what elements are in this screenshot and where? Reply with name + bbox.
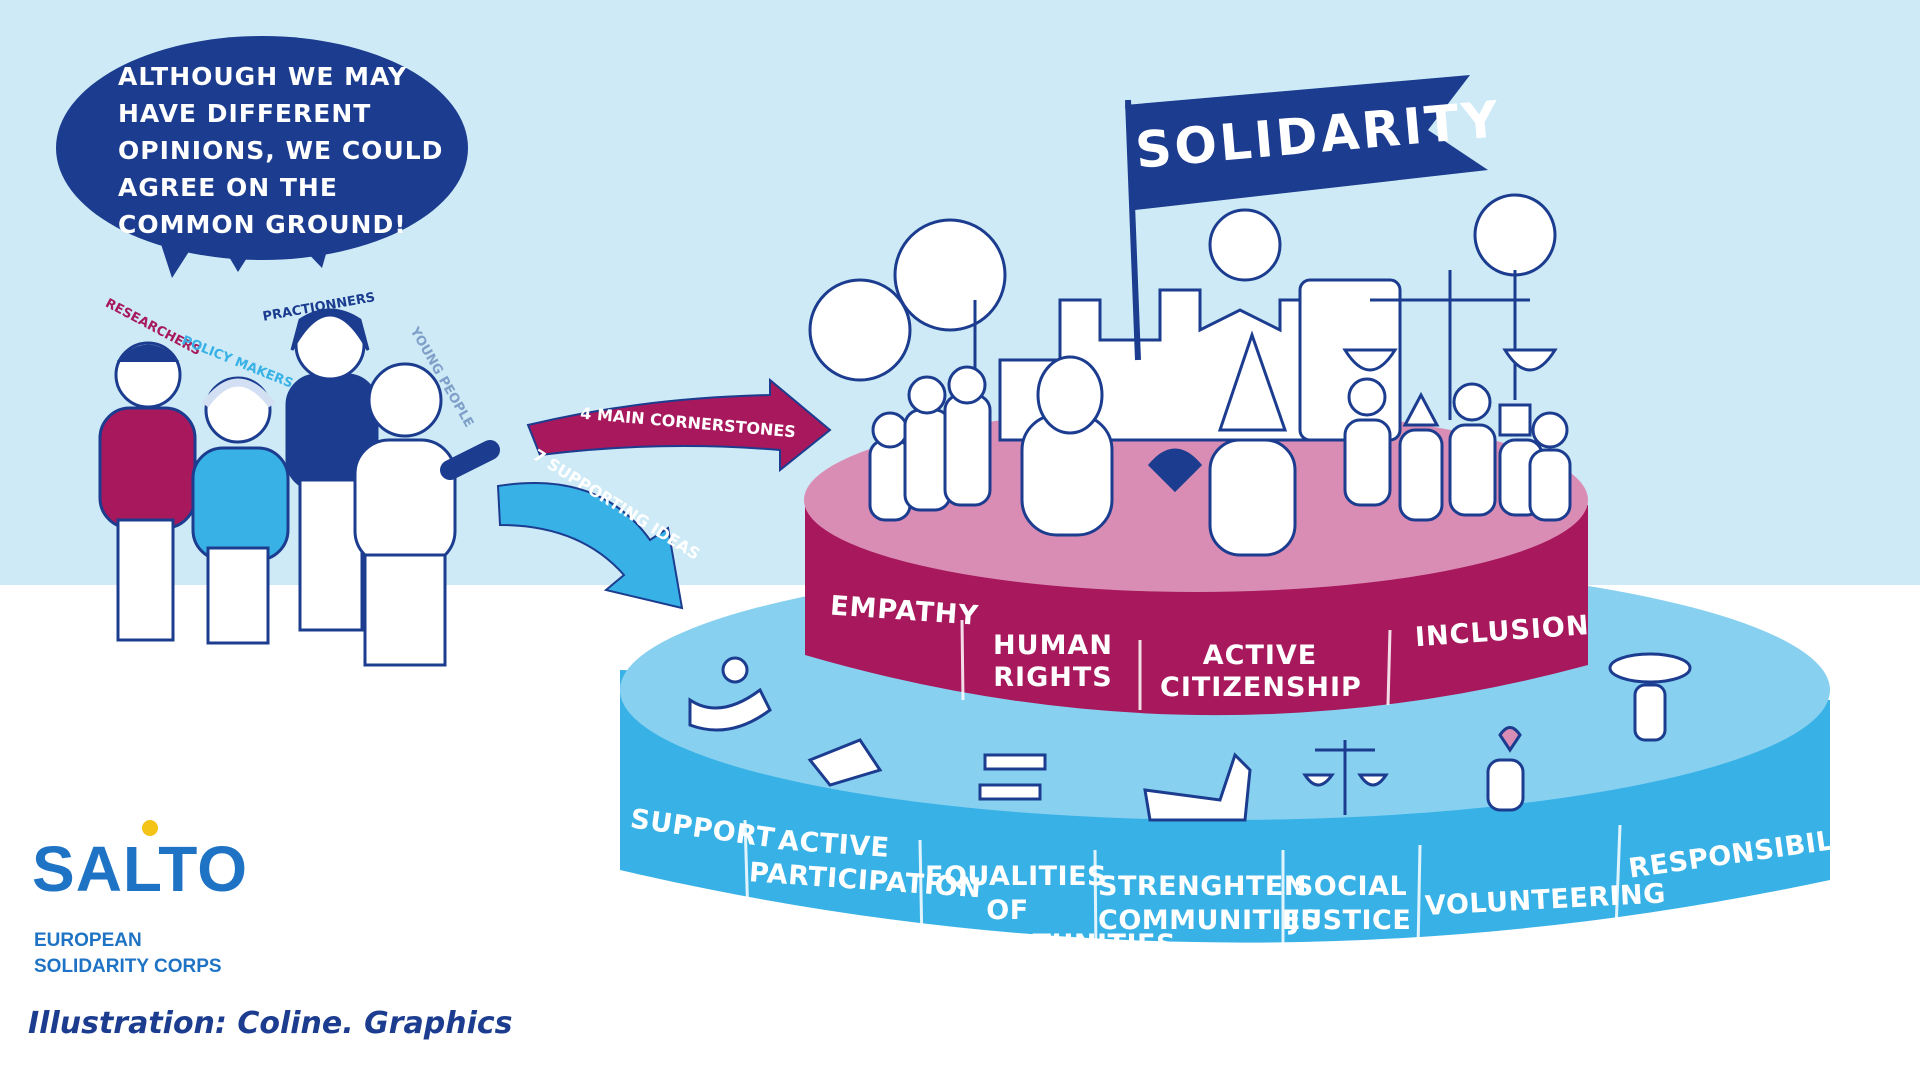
cornerstones-platform (804, 408, 1588, 716)
equals-icon (978, 753, 1047, 801)
carrying-world-icon (1608, 652, 1692, 742)
speech-bubble (56, 36, 468, 278)
raised-fist-icon (807, 738, 883, 787)
logo-star-icon (142, 820, 158, 836)
idea-social-justice: SOCIAL JUSTICE (1289, 871, 1412, 936)
idea-strenghten-communities: STRENGHTEN COMMUNITIES (1098, 871, 1321, 936)
idea-equalities-of-opportunities: EQUALITIES OF OPPORTUNITIES (925, 861, 1176, 960)
crowd-left (868, 365, 992, 522)
volunteer-heart-icon (1486, 726, 1525, 812)
scales-icon (1342, 270, 1558, 420)
logo-subtitle-line2: SOLIDARITY CORPS (34, 956, 222, 977)
justice-scales-icon (1302, 740, 1389, 815)
support-icons (688, 652, 1692, 822)
idea-active-participation: ACTIVE PARTICIPATION (747, 825, 983, 905)
salto-logo: SALTO (32, 833, 248, 905)
speech-bubble-text: ALTHOUGH WE MAY HAVE DIFFERENT OPINIONS,… (118, 62, 444, 239)
cornerstone-human-rights: HUMAN RIGHTS (993, 630, 1113, 693)
community-arm-icon (1143, 752, 1252, 822)
central-figures (1020, 330, 1297, 557)
illustration-credit: Illustration: Coline. Graphics (28, 1006, 513, 1041)
main-cornerstones-arrow (526, 377, 832, 473)
solidarity-flag (1125, 75, 1488, 361)
logo-subtitle: EUROPEAN SOLIDARITY CORPS (34, 928, 222, 980)
supporting-ideas-arrow (496, 482, 684, 610)
logo-subtitle-line1: EUROPEAN (34, 930, 142, 951)
cornerstone-active-citizenship: ACTIVE CITIZENSHIP (1160, 640, 1362, 703)
people-group (98, 308, 500, 667)
hands-support-icon (688, 656, 772, 732)
trees (808, 193, 1557, 420)
crowd-right (1343, 377, 1572, 522)
